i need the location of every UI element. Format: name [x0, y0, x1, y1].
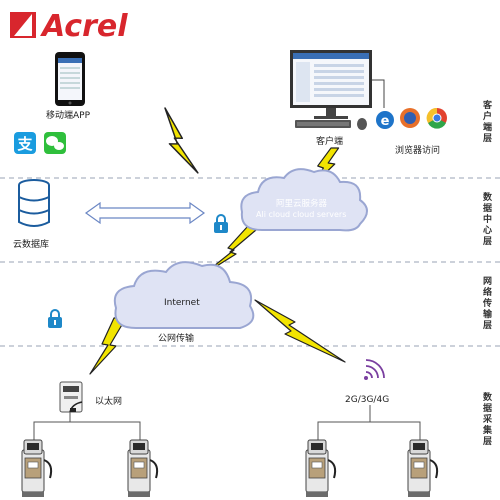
- bus-lines: [33, 405, 421, 450]
- public-net-label: 公网传输: [158, 332, 194, 344]
- cloud-server-en-label: Ali cloud cloud servers: [256, 210, 346, 219]
- layer-label-network: 网络传输层: [481, 276, 493, 331]
- layer-label-collection: 数据采集层: [481, 391, 493, 447]
- layer-label-datacenter: 数据中心层: [481, 191, 492, 247]
- ev-charger-icon: [407, 439, 439, 498]
- lock-icon: [214, 214, 228, 233]
- bidirectional-arrow: [84, 201, 206, 225]
- ev-charger-icon: [305, 439, 337, 498]
- ali-cloud-server: [240, 168, 368, 232]
- lightning-bolt-icon: [145, 107, 218, 174]
- mobile-app-label: 移动端APP: [46, 109, 91, 121]
- internet-label: Internet: [164, 298, 200, 308]
- wireless-label: 2G/3G/4G: [345, 395, 389, 405]
- wechat-icon: [44, 132, 66, 154]
- database-icon: [18, 179, 50, 227]
- browser-access-label: 浏览器访问: [395, 144, 440, 156]
- client-label: 客户端: [316, 135, 343, 147]
- cloud-db-label: 云数据库: [13, 238, 49, 250]
- lightning-bolt-icon: [254, 299, 346, 363]
- brand-name: Acrel: [40, 9, 128, 44]
- acrel-logo: Acrel: [10, 9, 128, 44]
- layer-dividers: [0, 177, 500, 347]
- internet-cloud: [113, 261, 255, 329]
- cloud-server-cn-label: 阿里云服务器: [276, 198, 328, 209]
- firefox-browser-icon: [400, 108, 420, 128]
- ethernet-gateway-icon: [59, 381, 83, 413]
- layer-labels: 客户端层 数据中心层 网络传输层 数据采集层: [481, 99, 493, 447]
- chrome-browser-icon: [426, 107, 447, 129]
- ev-charger-icon: [127, 439, 159, 498]
- svg-text:支: 支: [16, 135, 33, 153]
- ethernet-label: 以太网: [95, 395, 122, 407]
- lock-icon: [48, 309, 62, 328]
- svg-text:e: e: [381, 114, 390, 129]
- desktop-computer-icon: [290, 50, 372, 130]
- alipay-icon: 支: [14, 132, 36, 154]
- ev-charger-icon: [21, 439, 53, 498]
- lightning-bolt-icon: [203, 225, 257, 275]
- layer-label-client: 客户端层: [481, 99, 493, 144]
- ie-browser-icon: e: [376, 111, 394, 129]
- wireless-signal-icon: [364, 359, 385, 380]
- mobile-phone-icon: [55, 52, 85, 106]
